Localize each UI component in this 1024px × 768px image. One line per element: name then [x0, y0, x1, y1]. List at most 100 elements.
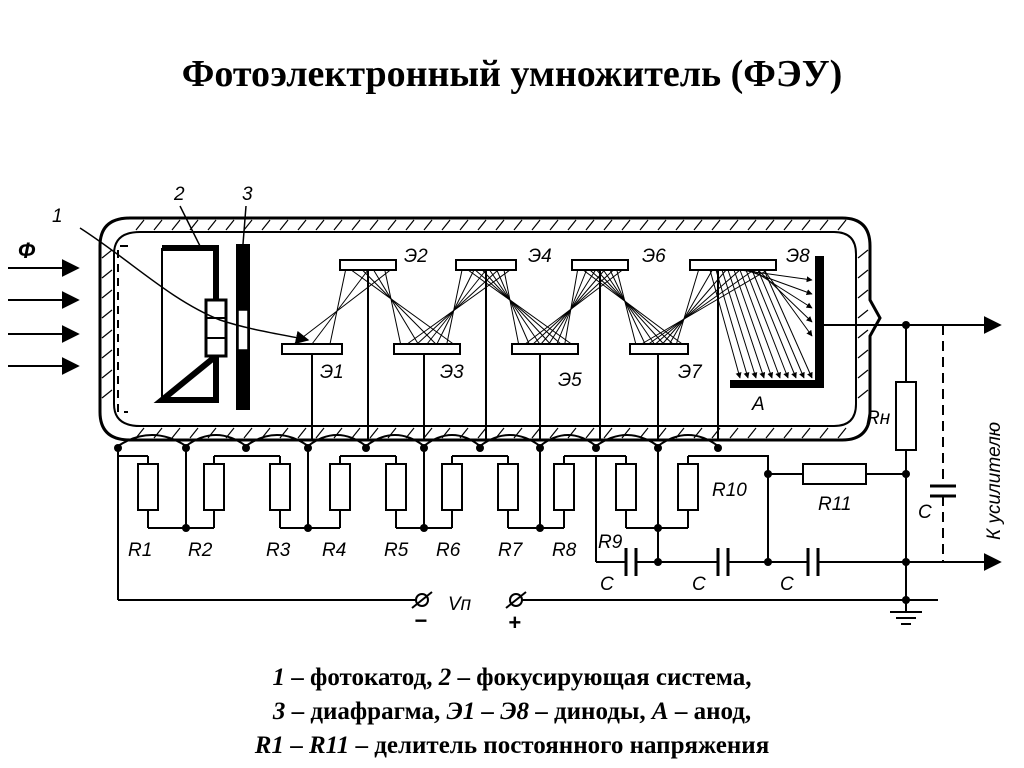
dynode-8: [689, 259, 777, 271]
hatch-mark: [495, 219, 505, 231]
label-1: 1: [52, 206, 63, 227]
junction: [114, 444, 122, 452]
junction: [902, 321, 910, 329]
junction: [654, 558, 662, 566]
hatch-mark: [729, 427, 739, 439]
anode-ray: [745, 269, 813, 295]
electron-ray: [641, 269, 768, 345]
junction: [902, 596, 910, 604]
hatch-mark: [101, 349, 113, 359]
electron-ray: [602, 269, 655, 345]
hatch-mark: [567, 427, 577, 439]
dynode-label-1: Э1: [320, 362, 344, 383]
capacitors: [624, 484, 956, 576]
caption-segment: – фотокатод,: [285, 664, 439, 691]
dynode-4: [455, 259, 517, 271]
caption-segment: –: [283, 732, 309, 759]
electron-ray: [329, 269, 347, 345]
dynode-label-4: Э4: [528, 246, 552, 267]
hatch-mark: [101, 309, 113, 319]
hatch-mark: [207, 219, 217, 231]
junction: [536, 444, 544, 452]
resistor-r8: [553, 463, 575, 511]
electron-ray: [373, 269, 419, 345]
hatch-mark: [459, 219, 469, 231]
hatch-mark: [315, 219, 325, 231]
resistor-r6: [441, 463, 463, 511]
junction: [242, 444, 250, 452]
resistor-label-r11: R11: [818, 494, 851, 515]
junction: [714, 444, 722, 452]
hatch-mark: [711, 219, 721, 231]
junction: [182, 444, 190, 452]
hatch-mark: [531, 427, 541, 439]
hatch-mark: [279, 219, 289, 231]
hatch-mark: [837, 219, 847, 231]
anode-rays: [709, 269, 813, 379]
output-label: К усилителю: [984, 422, 1005, 540]
hatch-mark: [101, 249, 113, 259]
anode-ray: [757, 269, 813, 323]
flux-label: Ф: [18, 238, 36, 263]
supply-terminals: [411, 591, 527, 609]
hatch-mark: [369, 219, 379, 231]
load-resistor-rn: [895, 381, 917, 451]
anode-ray: [721, 269, 758, 379]
hatch-mark: [333, 219, 343, 231]
ground-symbol: [890, 611, 922, 625]
hatch-mark: [585, 427, 595, 439]
supply-minus: −: [414, 608, 427, 633]
electron-rays: [293, 269, 768, 345]
anode: [730, 256, 824, 388]
anode-ray: [727, 269, 766, 379]
electron-ray: [669, 269, 713, 345]
anode-ray: [751, 269, 797, 379]
junction: [654, 444, 662, 452]
dynode-label-7: Э7: [678, 362, 703, 383]
caption-line-1: 1 – фотокатод, 2 – фокусирующая система,: [0, 664, 1024, 692]
hatch-mark: [189, 427, 199, 439]
light-flux-arrows: [8, 259, 80, 375]
hatch-mark: [693, 219, 703, 231]
hatch-mark: [135, 219, 145, 231]
caption-segment: R11: [308, 732, 350, 759]
junction: [902, 470, 910, 478]
junction: [536, 524, 544, 532]
resistor-r9: [615, 463, 637, 511]
hatch-mark: [603, 427, 613, 439]
hatch-mark: [101, 329, 113, 339]
supply-plus: +: [508, 610, 521, 635]
caption-line-2: 3 – диафрагма, Э1 – Э8 – диноды, А – ано…: [0, 698, 1024, 726]
hatch-mark: [857, 329, 869, 339]
dynode-2: [339, 259, 397, 271]
caption-segment: 3: [272, 698, 286, 725]
electron-ray: [609, 269, 646, 345]
hatch-mark: [857, 309, 869, 319]
hatch-mark: [243, 427, 253, 439]
electron-ray: [474, 269, 562, 345]
anode-label: A: [751, 394, 765, 415]
hatch-mark: [549, 219, 559, 231]
hatch-mark: [153, 427, 163, 439]
supply-label: Vп: [448, 594, 472, 615]
dynode-5: [511, 343, 579, 355]
electron-ray: [556, 269, 588, 345]
caption-segment: – фокусирующая система,: [451, 664, 752, 691]
divider-resistors: [118, 270, 769, 529]
junction: [654, 524, 662, 532]
anode-ray: [715, 269, 750, 379]
hatch-mark: [171, 219, 181, 231]
caption-segment: – диафрагма,: [285, 698, 447, 725]
hatch-mark: [857, 369, 869, 379]
hatch-mark: [585, 219, 595, 231]
electron-ray: [362, 269, 437, 345]
resistor-label-r6: R6: [436, 540, 461, 561]
anode-ray: [739, 269, 781, 379]
electron-ray: [406, 269, 511, 345]
junction: [420, 524, 428, 532]
hatch-mark: [153, 219, 163, 231]
hatch-mark: [857, 289, 869, 299]
hatch-mark: [387, 219, 397, 231]
hatch-mark: [351, 219, 361, 231]
